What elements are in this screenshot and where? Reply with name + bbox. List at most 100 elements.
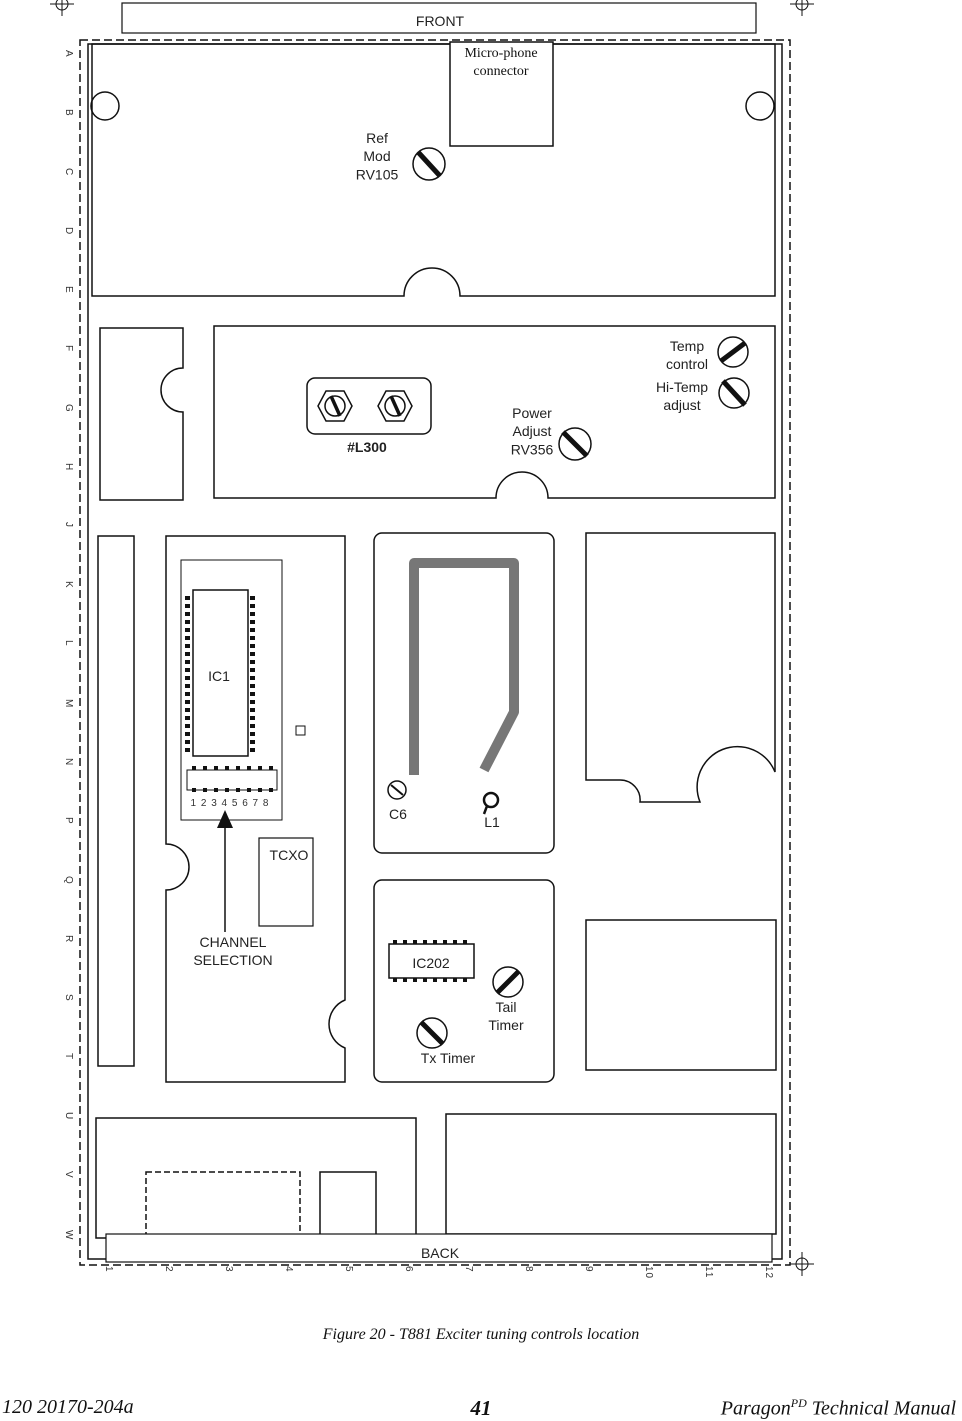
chip-pin <box>185 700 190 704</box>
arrow-head-icon <box>217 810 233 828</box>
chip-pin <box>250 596 255 600</box>
tail-timer-trimmer-icon <box>492 966 524 998</box>
chip-pin <box>185 692 190 696</box>
chip-pin <box>443 940 447 944</box>
col-number: 12 <box>763 1266 774 1279</box>
chip-pin <box>250 700 255 704</box>
lock-indicator <box>295 725 306 736</box>
chip-pin <box>185 676 190 680</box>
chip-pin <box>185 652 190 656</box>
l300-label: #L300 <box>347 439 387 455</box>
chip-pin <box>185 740 190 744</box>
dip-switch <box>186 769 278 791</box>
col-number: 10 <box>643 1266 654 1279</box>
chip-pin <box>185 636 190 640</box>
temp-control-trimmer-icon <box>717 336 749 368</box>
chip-pin <box>250 620 255 624</box>
page-number: 41 <box>470 1396 492 1420</box>
chip-pin <box>433 940 437 944</box>
row-letter: U <box>63 1112 74 1120</box>
chip-pin <box>413 940 417 944</box>
row-letter: W <box>63 1230 74 1240</box>
chip-pin <box>393 978 397 982</box>
chip-pin <box>403 940 407 944</box>
upper-left-compartment <box>99 327 184 501</box>
hi-temp-trimmer-icon <box>718 377 750 409</box>
col-number: 1 <box>103 1266 114 1273</box>
row-letter: D <box>63 227 74 235</box>
front-label: FRONT <box>416 13 465 29</box>
row-letter: P <box>63 817 74 825</box>
row-letter: A <box>63 50 74 58</box>
dip-switch-numbers: 1 2 3 4 5 6 7 8 <box>191 798 270 809</box>
l1-label: L1 <box>484 814 500 830</box>
bottom-left-compartment <box>95 1117 417 1239</box>
col-number: 9 <box>583 1266 594 1273</box>
manual-title: ParagonPD Technical Manual <box>721 1396 956 1421</box>
row-letter: J <box>63 522 74 528</box>
board-outline <box>79 39 791 1266</box>
rv356-trimmer-icon <box>558 427 592 461</box>
chip-pin <box>236 766 240 770</box>
manual-brand: Paragon <box>720 1397 791 1420</box>
ic1-label: IC1 <box>208 668 230 684</box>
dip-pins <box>192 766 273 792</box>
back-label: BACK <box>421 1245 460 1261</box>
chip-pin <box>225 788 229 792</box>
power-compartment <box>213 325 776 499</box>
chip-pin <box>250 612 255 616</box>
rv105-trimmer-icon <box>412 147 446 181</box>
chip-pin <box>423 940 427 944</box>
chip-pin <box>250 628 255 632</box>
chip-pin <box>236 788 240 792</box>
chip-pin <box>250 604 255 608</box>
chip-pin <box>250 740 255 744</box>
top-compartment <box>91 43 776 297</box>
col-number: 6 <box>403 1266 414 1273</box>
registration-marks-icon <box>50 0 814 1276</box>
col-number: 11 <box>703 1266 714 1278</box>
chip-pin <box>185 596 190 600</box>
col-number: 7 <box>463 1266 474 1273</box>
col-number: 5 <box>343 1266 354 1273</box>
chip-pin <box>225 766 229 770</box>
row-letter: T <box>63 1053 74 1060</box>
chip-pin <box>185 620 190 624</box>
chip-pin <box>413 978 417 982</box>
l1-core-icon <box>482 791 500 815</box>
chip-pin <box>185 716 190 720</box>
front-bar <box>121 2 757 34</box>
manual-superscript: PD <box>790 1396 807 1410</box>
chip-pin <box>463 940 467 944</box>
chip-pin <box>250 668 255 672</box>
ic202-compartment <box>373 879 555 1083</box>
chip-pin <box>185 668 190 672</box>
right-upper-compartment <box>585 532 776 803</box>
row-letter: R <box>63 935 74 943</box>
row-letter: V <box>63 1171 74 1179</box>
row-letter: K <box>63 581 74 589</box>
c6-label: C6 <box>389 806 407 822</box>
row-letter: M <box>63 699 74 708</box>
tcxo-module <box>258 837 314 927</box>
chip-pin <box>185 684 190 688</box>
chip-pin <box>185 748 190 752</box>
chip-pin <box>185 604 190 608</box>
chip-pin <box>250 684 255 688</box>
chip-pin <box>269 788 273 792</box>
chip-pin <box>453 978 457 982</box>
row-letter: B <box>63 109 74 117</box>
chip-pin <box>250 724 255 728</box>
chip-pin <box>250 636 255 640</box>
row-letter: Q <box>63 876 74 885</box>
chip-pin <box>185 724 190 728</box>
chip-pin <box>203 788 207 792</box>
tx-timer-trimmer-icon <box>416 1017 448 1049</box>
ic1-pins <box>185 596 255 752</box>
chip-pin <box>214 788 218 792</box>
l300-hex-screw-icon <box>317 390 413 422</box>
